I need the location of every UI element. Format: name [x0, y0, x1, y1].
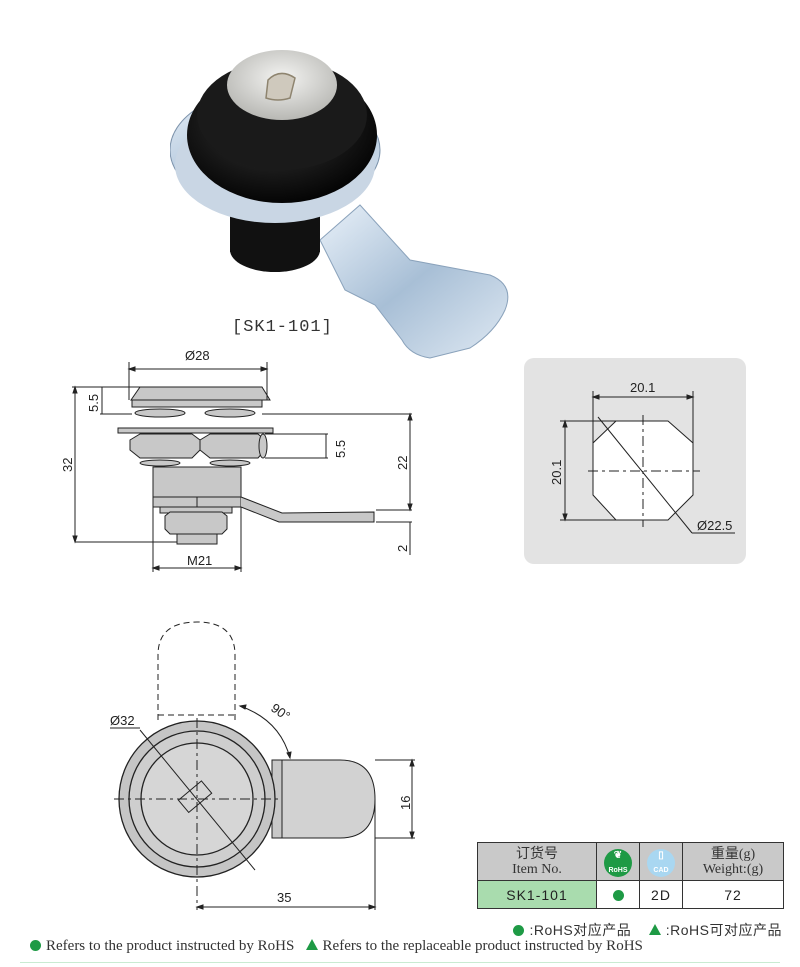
- dim-cam-thickness: 2: [395, 545, 410, 552]
- cell-cad: 2D: [639, 880, 683, 909]
- product-caption: [SK1-101]: [232, 318, 333, 337]
- dim-total-height: 32: [60, 458, 75, 472]
- green-triangle-icon: [648, 924, 661, 935]
- green-dot-icon: [513, 925, 525, 936]
- bottom-divider: [20, 962, 780, 963]
- front-view-drawing: Ø32 90° 16 35: [110, 621, 415, 910]
- dim-front-diameter: Ø32: [110, 713, 135, 728]
- green-triangle-icon: [305, 939, 318, 950]
- legend-chinese: :RoHS对应产品 :RoHS可对应产品: [513, 920, 782, 940]
- cutout-drawing: 20.1 20.1 Ø22.5: [549, 380, 735, 534]
- cell-rohs: [596, 880, 640, 909]
- spec-table: 订货号 Item No. ❦RoHS ▯CAD 重量(g) Weight:(g)…: [477, 842, 784, 909]
- dim-cam-length: 35: [277, 890, 291, 905]
- header-weight: 重量(g) Weight:(g): [682, 842, 784, 881]
- table-row: SK1-101 2D 72: [477, 880, 784, 909]
- dim-nut-height: 5.5: [333, 440, 348, 458]
- legend-english: Refers to the product instructed by RoHS…: [30, 938, 643, 955]
- dim-cam-width: 16: [398, 796, 413, 810]
- dim-cutout-diameter: Ø22.5: [697, 518, 732, 533]
- spec-table-header: 订货号 Item No. ❦RoHS ▯CAD 重量(g) Weight:(g): [477, 842, 784, 881]
- cell-weight: 72: [682, 880, 784, 909]
- product-photo: [170, 50, 509, 359]
- header-item-no: 订货号 Item No.: [477, 842, 597, 881]
- dim-rotation: 90°: [268, 700, 293, 724]
- dim-thread: M21: [187, 553, 212, 568]
- dim-cutout-height: 20.1: [549, 460, 564, 485]
- dim-head-height: 5.5: [86, 394, 101, 412]
- dim-top-diameter: Ø28: [185, 348, 210, 363]
- dim-cam-offset: 22: [395, 456, 410, 470]
- cell-item-no: SK1-101: [477, 880, 597, 909]
- side-view-drawing: Ø28 M21 5.5 32 5.5 22 2: [60, 348, 413, 572]
- cad-file-icon: ▯CAD: [647, 848, 675, 877]
- header-cad: ▯CAD: [639, 842, 683, 881]
- rohs-icon: ❦RoHS: [604, 848, 632, 877]
- rohs-dot-icon: [612, 890, 624, 902]
- dim-cutout-width: 20.1: [630, 380, 655, 395]
- header-rohs: ❦RoHS: [596, 842, 640, 881]
- green-dot-icon: [30, 940, 41, 951]
